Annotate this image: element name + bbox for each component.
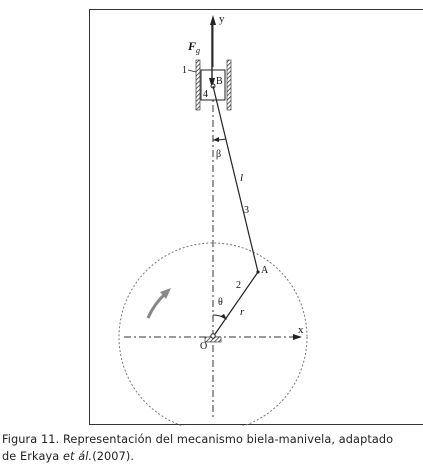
figure-caption: Figura 11. Representación del mecanismo …	[2, 431, 422, 465]
label-force-subscript: g	[196, 46, 200, 55]
x-axis-arrow	[293, 334, 302, 340]
y-axis-arrow	[210, 15, 216, 25]
mechanism-diagram: y F g 1 B 4 β l 3 A 2 θ r x O	[89, 9, 423, 426]
caption-suffix: (2007).	[92, 450, 135, 463]
label-angle-theta: θ	[218, 297, 223, 308]
caption-prefix: de Erkaya	[2, 450, 63, 463]
pivot-o	[210, 333, 216, 339]
caption-line-1: Figura 11. Representación del mecanismo …	[2, 433, 394, 446]
label-part-4: 4	[203, 89, 208, 100]
figure-border	[89, 9, 423, 425]
connecting-rod	[212, 85, 259, 273]
label-point-a: A	[261, 265, 269, 276]
label-part-1: 1	[182, 65, 187, 76]
label-length-l: l	[240, 172, 243, 184]
label-point-b: B	[216, 76, 223, 87]
label-origin: O	[200, 341, 207, 352]
rotation-arrow	[146, 291, 168, 319]
guide-left	[195, 59, 201, 111]
label-force: F	[187, 39, 196, 53]
caption-line-2: de Erkaya et ál.(2007).	[2, 448, 422, 465]
pin-a	[256, 270, 260, 274]
crank-circle	[118, 242, 308, 426]
guide-right	[226, 59, 232, 111]
label-axis-x: x	[298, 324, 304, 336]
label-radius-r: r	[240, 306, 245, 318]
label-axis-y: y	[219, 13, 225, 25]
label-part-2: 2	[236, 280, 241, 291]
label-angle-beta: β	[216, 149, 221, 160]
crank-arm	[212, 271, 259, 338]
label-part-3: 3	[244, 205, 249, 216]
caption-italic: et ál.	[62, 450, 93, 463]
